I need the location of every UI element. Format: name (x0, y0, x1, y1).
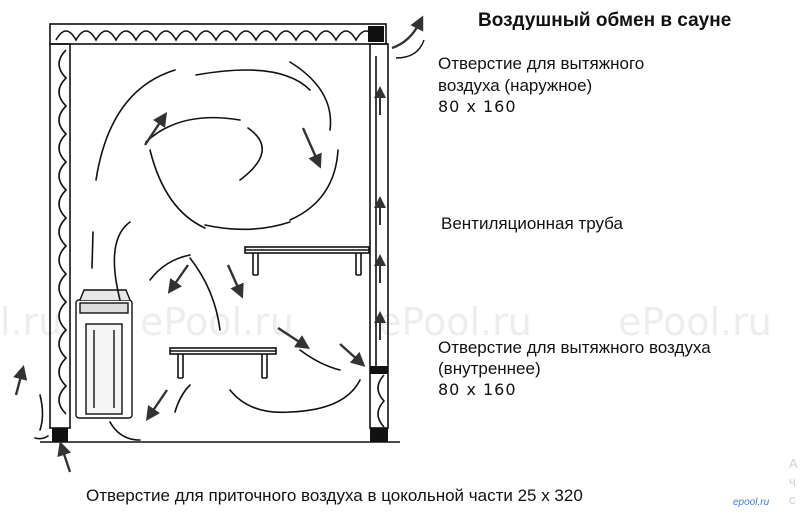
exhaust-inner-label-line1: Отверстие для вытяжного воздуха (438, 338, 711, 357)
left-wall (49, 43, 71, 429)
exhaust-outer-size: 80 x 160 (438, 97, 517, 116)
supply-vent-label: Отверстие для приточного воздуха в цокол… (86, 486, 583, 505)
ghost-char: A (789, 456, 798, 471)
exhaust-inner-vent-block (370, 366, 388, 374)
diagram-title: Воздушный обмен в сауне (478, 10, 732, 31)
upper-bench (244, 246, 370, 276)
ghost-char: с (789, 492, 796, 507)
corner-logo: epool.ru (733, 497, 770, 508)
ghost-char: ч (789, 474, 796, 489)
exhaust-outer-label-line1: Отверстие для вытяжного (438, 54, 645, 73)
watermark: ePool.ru (618, 300, 772, 344)
exhaust-outer-curve (395, 39, 425, 59)
watermark: ePool.ru (378, 300, 532, 344)
bottom-right-block (370, 428, 388, 442)
exhaust-outer-arrow (391, 15, 424, 50)
airflow-curves (34, 61, 361, 441)
watermark: l.ru (0, 300, 63, 344)
exhaust-inner-size: 80 x 160 (438, 380, 517, 399)
ceiling-vent-block (368, 26, 384, 42)
lower-bench (169, 347, 277, 379)
vent-pipe-label: Вентиляционная труба (441, 214, 623, 233)
supply-vent-block (52, 428, 68, 442)
flow-arrows (13, 112, 366, 473)
exhaust-inner-label-line2: (внутреннее) (438, 359, 541, 378)
exhaust-outer-label-line2: воздуха (наружное) (438, 76, 593, 95)
watermark: ePool.ru (140, 300, 294, 344)
ceiling-beam (49, 23, 387, 45)
sauna-heater (75, 289, 133, 419)
